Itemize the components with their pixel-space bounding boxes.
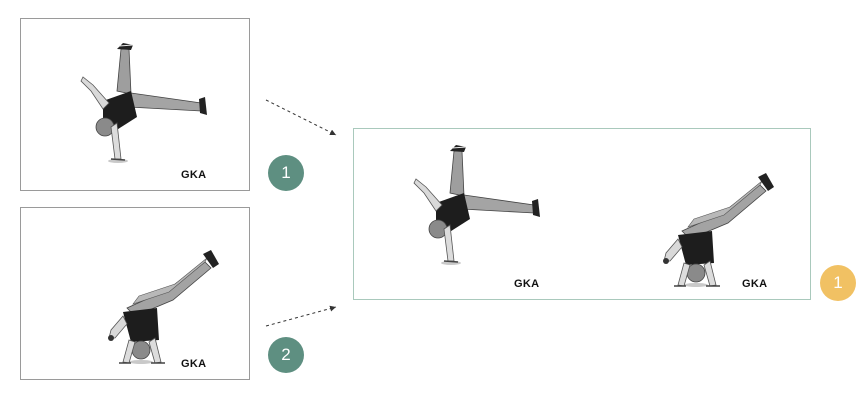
combined-panel: GKA GKA [353,128,811,300]
source-panel-1: GKA [20,18,250,191]
watermark-gka: GKA [514,278,540,290]
dashed-arrow-icon [265,305,337,327]
watermark-gka: GKA [742,278,768,290]
step-badge-2: 2 [268,337,304,373]
result-badge-1: 1 [820,265,856,301]
watermark-gka: GKA [181,358,207,370]
dashed-arrow-icon [265,99,337,136]
watermark-gka: GKA [181,169,207,181]
source-panel-2: GKA [20,207,250,380]
step-badge-1: 1 [268,155,304,191]
